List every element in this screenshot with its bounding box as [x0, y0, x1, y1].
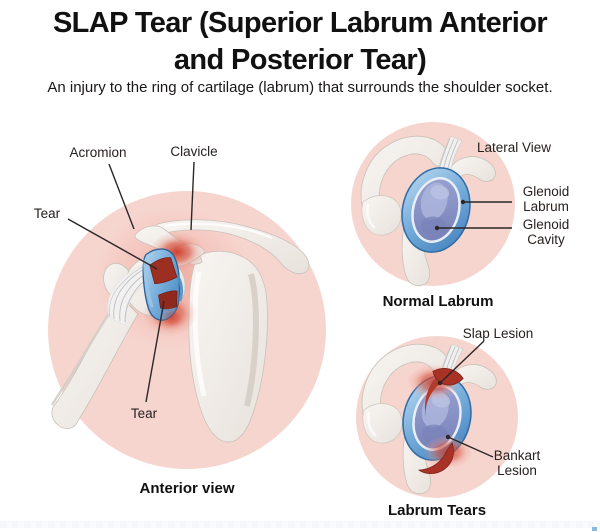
page-title: SLAP Tear (Superior Labrum Anterior and … — [0, 5, 600, 79]
label-glenoid-labrum: Glenoid Labrum — [522, 184, 570, 215]
tear-lower-pointer-line — [145, 300, 165, 403]
coracoid-process — [169, 243, 206, 267]
caption-labrum-tears: Labrum Tears — [387, 502, 487, 519]
scapula-blade — [188, 250, 268, 443]
slap-tear-upper — [149, 257, 178, 284]
biceps-tendon — [107, 259, 171, 327]
slap-lesion-pointer-line — [439, 340, 485, 384]
humeral-head — [124, 255, 186, 317]
pointer-dots — [434, 199, 466, 440]
label-slap-lesion: Slap Lesion — [462, 326, 534, 341]
label-bankart-lesion: Bankart Lesion — [493, 448, 541, 479]
caption-normal-labrum: Normal Labrum — [382, 293, 494, 310]
title-line-2: and Posterior Tear) — [173, 44, 427, 76]
tear-upper-pointer-line — [67, 218, 158, 270]
slap-lesion-flap — [424, 378, 441, 418]
clavicle-bone — [154, 219, 310, 275]
label-lateral-view: Lateral View — [476, 140, 552, 155]
anterior-view-illustration — [48, 191, 326, 469]
torn-labrum — [142, 248, 184, 321]
footer-strip — [0, 521, 600, 528]
slap-lesion-shape — [432, 368, 464, 386]
caption-anterior-view: Anterior view — [139, 480, 235, 497]
label-glenoid-cavity: Glenoid Cavity — [522, 217, 570, 248]
acromion-pointer-line — [108, 163, 135, 230]
title-line-1: SLAP Tear (Superior Labrum Anterior — [52, 7, 548, 39]
anterior-pink-circle — [48, 191, 326, 469]
tear-lower — [158, 290, 178, 310]
label-tear-upper: Tear — [33, 206, 61, 221]
page-subtitle: An injury to the ring of cartilage (labr… — [47, 79, 553, 96]
acromion-bone — [134, 225, 203, 265]
label-clavicle: Clavicle — [170, 144, 218, 159]
label-acromion: Acromion — [69, 145, 127, 160]
clavicle-pointer-line — [190, 161, 195, 231]
label-tear-lower: Tear — [130, 406, 158, 421]
bankart-lesion-shape — [417, 442, 454, 474]
watermark-dot — [592, 527, 597, 531]
